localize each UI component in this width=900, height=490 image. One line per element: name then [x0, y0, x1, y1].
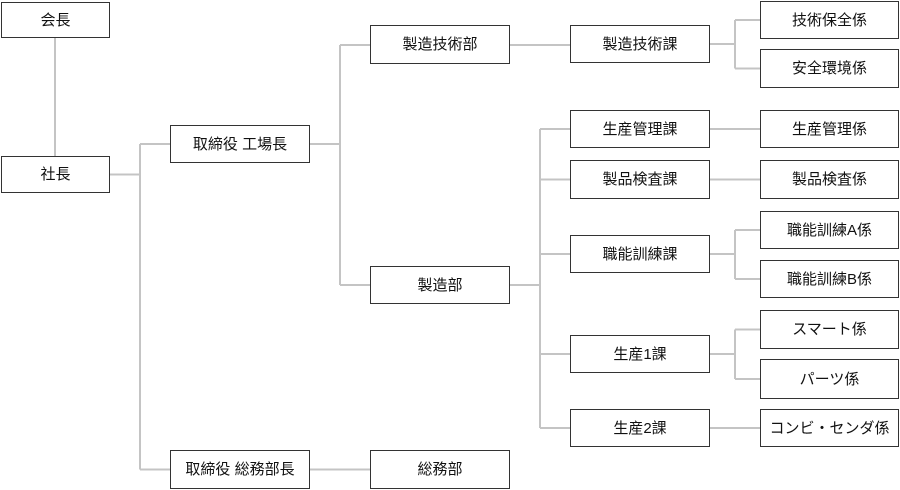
org-node-label: 製造技術部	[402, 36, 478, 53]
org-node-director-general-affairs: 取締役 総務部長	[170, 450, 310, 489]
org-node-prod-control-unit: 生産管理係	[760, 110, 899, 148]
org-node-label: コンビ・センダ係	[769, 419, 890, 437]
org-node-mfg-tech-sec: 製造技術課	[570, 25, 710, 63]
org-node-label: 社長	[40, 166, 71, 183]
org-node-label: 技術保全係	[791, 11, 867, 29]
org-node-label: パーツ係	[799, 370, 860, 388]
org-node-mfg-dept: 製造部	[370, 266, 510, 304]
org-node-director-factory: 取締役 工場長	[170, 125, 310, 163]
org-node-label: 製品検査課	[602, 171, 678, 188]
org-node-tech-maintenance-unit: 技術保全係	[760, 1, 899, 39]
org-node-label: 生産管理係	[791, 120, 867, 138]
org-node-label: 製造部	[417, 276, 463, 294]
org-node-smart-unit: スマート係	[760, 310, 899, 349]
org-node-label: 職能訓練課	[602, 245, 678, 263]
org-node-skill-b-unit: 職能訓練B係	[760, 260, 899, 298]
org-node-label: 安全環境係	[791, 60, 867, 77]
org-node-label: 取締役 総務部長	[185, 461, 295, 478]
org-node-label: スマート係	[792, 321, 867, 338]
org-node-product-inspection-unit: 製品検査係	[760, 160, 899, 199]
org-node-prod2-sec: 生産2課	[570, 409, 710, 447]
org-node-product-inspection-sec: 製品検査課	[570, 160, 710, 199]
org-node-mfg-tech-dept: 製造技術部	[370, 25, 510, 64]
org-node-label: 職能訓練A係	[786, 221, 872, 239]
org-node-chairman: 会長	[1, 2, 110, 38]
org-node-label: 生産1課	[613, 345, 667, 363]
org-node-safety-env-unit: 安全環境係	[760, 49, 899, 88]
org-node-skill-a-unit: 職能訓練A係	[760, 211, 899, 249]
org-node-label: 取締役 工場長	[192, 135, 288, 153]
org-node-president: 社長	[1, 156, 110, 193]
org-node-label: 会長	[40, 11, 71, 29]
org-node-label: 生産2課	[613, 419, 667, 437]
org-node-prod1-sec: 生産1課	[570, 335, 710, 373]
org-node-label: 製造技術課	[602, 35, 678, 53]
org-node-general-affairs-dept: 総務部	[370, 450, 510, 489]
org-node-label: 総務部	[417, 461, 463, 478]
org-node-label: 職能訓練B係	[786, 270, 872, 288]
org-node-combi-sender-unit: コンビ・センダ係	[760, 409, 899, 447]
org-node-prod-control-sec: 生産管理課	[570, 110, 710, 148]
org-node-label: 製品検査係	[791, 171, 867, 188]
org-node-label: 生産管理課	[602, 120, 678, 138]
org-node-skill-training-sec: 職能訓練課	[570, 235, 710, 273]
org-node-parts-unit: パーツ係	[760, 359, 899, 399]
